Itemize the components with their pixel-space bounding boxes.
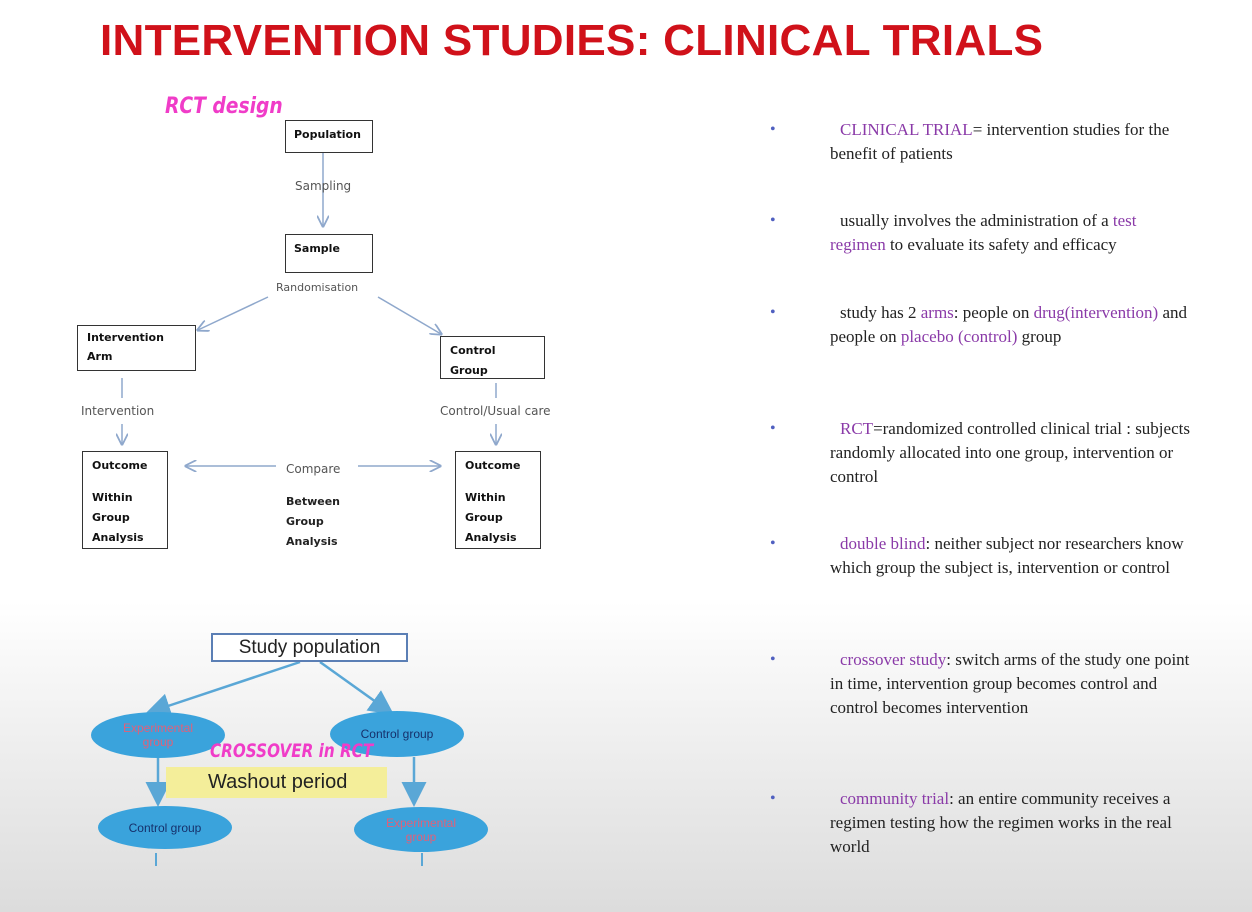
bullet-dot-icon: • bbox=[770, 121, 776, 138]
outcome-left-box: Outcome Within Group Analysis bbox=[82, 451, 168, 549]
arrow-study-experimental bbox=[145, 660, 301, 718]
bullet-dot-icon: • bbox=[770, 790, 776, 807]
outcome-left-line: Outcome bbox=[92, 459, 148, 472]
between-line: Between bbox=[286, 495, 341, 508]
sample-box: Sample bbox=[285, 234, 373, 273]
bullet-dot-icon: • bbox=[770, 535, 776, 552]
bullet-dot-icon: • bbox=[770, 212, 776, 229]
bullet-text: double blind: neither subject nor resear… bbox=[830, 532, 1190, 580]
bullet-text: crossover study: switch arms of the stud… bbox=[830, 648, 1190, 720]
outcome-right-line: Within bbox=[465, 491, 506, 504]
between-line: Analysis bbox=[286, 535, 338, 548]
compare-label: Compare bbox=[286, 462, 341, 476]
intervention-arm-box: Intervention Arm bbox=[77, 325, 196, 371]
arrow-sample-control bbox=[377, 296, 441, 334]
bullet-body: and people on bbox=[830, 303, 1188, 346]
intervention-arm-line1: Intervention bbox=[87, 331, 164, 344]
bullet-text: usually involves the administration of a… bbox=[830, 209, 1190, 257]
control-group-box: Control Group bbox=[440, 336, 545, 379]
bullet-term: community trial bbox=[840, 789, 950, 808]
slide-title: INTERVENTION STUDIES: CLINICAL TRIALS bbox=[100, 16, 1044, 65]
outcome-right-box: Outcome Within Group Analysis bbox=[455, 451, 541, 549]
bullet-text: community trial: an entire community rec… bbox=[830, 787, 1190, 859]
experimental-top-line: Experimental bbox=[122, 721, 194, 735]
outcome-left-line: Analysis bbox=[92, 531, 144, 544]
experimental-group-top: Experimental group bbox=[91, 712, 225, 758]
arrow-sample-intervention bbox=[198, 296, 269, 330]
sampling-label: Sampling bbox=[295, 179, 352, 193]
between-line: Group bbox=[286, 515, 324, 528]
bullet-text: study has 2 arms: people on drug(interve… bbox=[830, 301, 1190, 349]
outcome-left-line: Within bbox=[92, 491, 133, 504]
bullet-text: CLINICAL TRIAL= intervention studies for… bbox=[830, 118, 1190, 166]
crossover-label: CROSSOVER in RCT bbox=[210, 740, 374, 762]
study-population-box: Study population bbox=[211, 633, 408, 662]
bullet-text: RCT=randomized controlled clinical trial… bbox=[830, 417, 1190, 489]
bullet-term: test regimen bbox=[830, 211, 1137, 254]
randomisation-label: Randomisation bbox=[276, 281, 359, 294]
bullet-term: placebo (control) bbox=[900, 327, 1018, 346]
bullet-term: drug(intervention) bbox=[1033, 303, 1159, 322]
bullet-term: arms bbox=[920, 303, 954, 322]
between-group-analysis: Between Group Analysis bbox=[286, 492, 340, 552]
intervention-arm-line2: Arm bbox=[87, 350, 113, 363]
population-box: Population bbox=[285, 120, 373, 153]
control-group-top: Control group bbox=[330, 711, 464, 757]
experimental-group-bottom: Experimental group bbox=[354, 807, 488, 852]
outcome-left-line: Group bbox=[92, 511, 130, 524]
bullet-term: RCT bbox=[840, 419, 874, 438]
bullet-body: group bbox=[1017, 327, 1062, 346]
experimental-bottom-line: group bbox=[405, 829, 437, 844]
bullet-body: =randomized controlled clinical trial : … bbox=[830, 419, 1190, 486]
rct-design-label: RCT design bbox=[165, 94, 283, 119]
experimental-top-line: group bbox=[142, 735, 174, 749]
bullet-term: crossover study bbox=[840, 650, 947, 669]
bullet-body: usually involves the administration of a bbox=[840, 211, 1113, 230]
washout-period: Washout period bbox=[166, 767, 387, 798]
bullet-body: : an entire community receives a regimen… bbox=[830, 789, 1172, 856]
outcome-right-line bbox=[465, 476, 531, 488]
bullet-term: double blind bbox=[840, 534, 926, 553]
bullet-body: to evaluate its safety and efficacy bbox=[885, 235, 1117, 254]
bullet-body: : switch arms of the study one point in … bbox=[830, 650, 1190, 717]
bullet-body: = intervention studies for the benefit o… bbox=[830, 120, 1170, 163]
outcome-left-line bbox=[92, 476, 158, 488]
control-group-bottom: Control group bbox=[98, 806, 232, 849]
bullet-body: study has 2 bbox=[840, 303, 921, 322]
outcome-right-line: Group bbox=[465, 511, 503, 524]
bullet-dot-icon: • bbox=[770, 651, 776, 668]
control-usual-care-label: Control/Usual care bbox=[440, 404, 551, 418]
bullet-body: : neither subject nor researchers know w… bbox=[830, 534, 1184, 577]
bullet-body: : people on bbox=[953, 303, 1034, 322]
bullet-dot-icon: • bbox=[770, 420, 776, 437]
bullet-dot-icon: • bbox=[770, 304, 776, 321]
arrow-study-control bbox=[319, 660, 395, 715]
outcome-right-line: Analysis bbox=[465, 531, 517, 544]
intervention-label: Intervention bbox=[81, 404, 155, 418]
bullet-term: CLINICAL TRIAL bbox=[840, 120, 973, 139]
experimental-bottom-line: Experimental bbox=[385, 815, 457, 830]
outcome-right-line: Outcome bbox=[465, 459, 521, 472]
